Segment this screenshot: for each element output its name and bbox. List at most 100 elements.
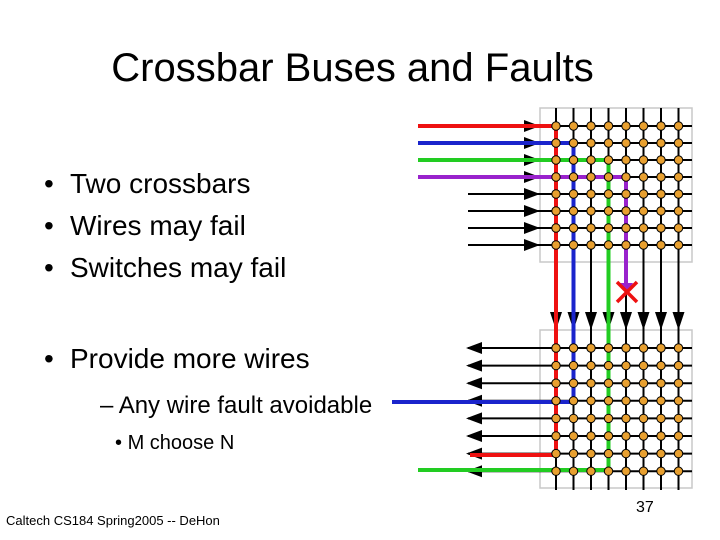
crossbar-switch	[568, 378, 579, 388]
crossbar-switch	[586, 189, 596, 199]
crossbar-switch	[603, 413, 614, 424]
crossbar-switch	[656, 396, 666, 406]
crossbar-switch	[638, 448, 649, 459]
crossbar-switch	[568, 448, 579, 459]
bullet-marker: •	[44, 252, 54, 283]
output-arrowhead	[466, 342, 482, 354]
bullet-item: •Two crossbars	[44, 163, 286, 205]
crossbar-switch	[673, 155, 684, 165]
crossbar-switch	[673, 378, 684, 388]
crossbar-switch	[551, 121, 561, 131]
crossbar-switch	[551, 396, 561, 406]
crossbar-switch	[551, 413, 561, 424]
bullet-marker: •	[44, 210, 54, 241]
crossbar-switch	[656, 413, 666, 424]
down-arrowhead	[585, 312, 597, 330]
crossbar-switch	[603, 448, 614, 459]
crossbar-switch	[638, 138, 649, 148]
crossbar-switch	[673, 223, 684, 233]
crossbar-switch	[656, 189, 666, 199]
crossbar-switch	[673, 448, 684, 459]
crossbar-switch	[603, 466, 614, 476]
crossbar-switch	[568, 206, 579, 216]
crossbar-switch	[638, 240, 649, 250]
down-arrowhead	[637, 312, 650, 330]
crossbar-switch	[638, 223, 649, 233]
crossbar-switch	[621, 343, 631, 353]
crossbar-switch	[656, 240, 666, 250]
crossbar-switch	[551, 378, 561, 388]
crossbar-switch	[621, 206, 631, 216]
crossbar-switch	[551, 206, 561, 216]
slide-title: Crossbar Buses and Faults	[111, 46, 594, 90]
output-arrowhead	[466, 430, 482, 442]
crossbar-switch	[586, 378, 596, 388]
crossbar-switch	[638, 172, 649, 182]
crossbar-switch	[673, 343, 684, 353]
crossbar-switch	[586, 172, 596, 182]
crossbar-switch	[586, 155, 596, 165]
bullet-item: •Switches may fail	[44, 247, 286, 289]
crossbar-switch	[586, 431, 596, 441]
bullet-list: •Two crossbars •Wires may fail •Switches…	[44, 163, 286, 289]
crossbar-switch	[621, 431, 631, 441]
crossbar-switch	[568, 343, 579, 353]
crossbar-switch	[586, 343, 596, 353]
crossbar-switch	[656, 431, 666, 441]
fault-x-stroke	[615, 280, 639, 304]
crossbar-switch	[603, 223, 614, 233]
crossbar-switch	[673, 172, 684, 182]
crossbar-switch	[638, 378, 649, 388]
crossbar-switch	[621, 121, 631, 131]
crossbar-switch	[586, 360, 596, 371]
input-arrowhead	[524, 188, 540, 200]
crossbar-switch	[568, 396, 579, 406]
crossbar-switch	[638, 206, 649, 216]
crossbar-switch	[603, 396, 614, 406]
crossbar-switch	[586, 223, 596, 233]
crossbar-switch	[568, 155, 579, 165]
crossbar-switch	[638, 343, 649, 353]
crossbar-switch	[621, 448, 631, 459]
crossbar-switch	[586, 121, 596, 131]
bullet-item: •Wires may fail	[44, 205, 286, 247]
crossbar-switch	[551, 172, 561, 182]
bullet-marker: •	[44, 168, 54, 199]
crossbar-switch	[621, 466, 631, 476]
crossbar-switch	[656, 378, 666, 388]
crossbar-switch	[621, 396, 631, 406]
down-arrowhead	[620, 312, 632, 330]
crossbar-switch	[603, 155, 614, 165]
crossbar-switch	[656, 121, 666, 131]
crossbar-switch	[551, 360, 561, 371]
crossbar-switch	[603, 138, 614, 148]
crossbar-switch	[638, 189, 649, 199]
down-arrowhead	[655, 312, 667, 330]
crossbar-switch	[551, 189, 561, 199]
crossbar-switch	[673, 189, 684, 199]
crossbar-switch	[673, 396, 684, 406]
crossbar-switch	[656, 172, 666, 182]
crossbar-switch	[638, 413, 649, 424]
crossbar-switch	[638, 431, 649, 441]
crossbar-switch	[656, 138, 666, 148]
crossbar-switch	[603, 121, 614, 131]
crossbar-switch	[638, 360, 649, 371]
crossbar-switch	[551, 466, 561, 476]
sub-sub-bullet: • M choose N	[115, 432, 234, 455]
crossbar-switch	[603, 343, 614, 353]
crossbar-switch	[621, 172, 631, 182]
crossbar-switch	[621, 223, 631, 233]
crossbar-frames	[539, 107, 693, 489]
crossbar-switch	[551, 155, 561, 165]
green-route	[418, 158, 611, 472]
crossbar-switch	[673, 466, 684, 476]
crossbar-switch	[621, 413, 631, 424]
red-route	[418, 124, 558, 457]
bullet-text: Provide more wires	[70, 343, 310, 374]
crossbar-switch	[638, 396, 649, 406]
top-crossbar-frame	[539, 107, 693, 263]
crossbar-switch	[638, 466, 649, 476]
crossbar-switch	[568, 138, 579, 148]
